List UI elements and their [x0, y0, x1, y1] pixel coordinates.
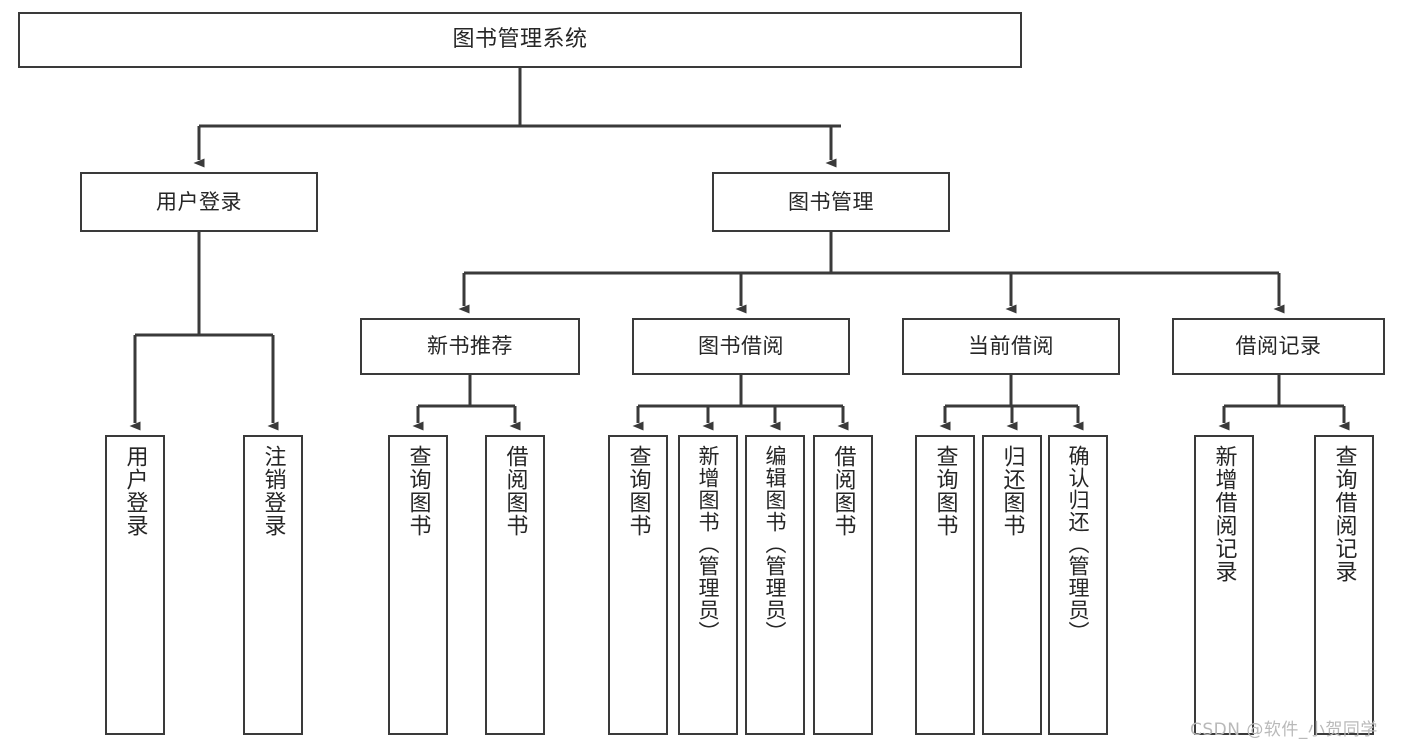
- node-leaf-logout[interactable]: 注销登录: [243, 435, 303, 735]
- node-leaf-query-book-current[interactable]: 查询图书: [915, 435, 975, 735]
- node-leaf-logout-label: 注销登录: [260, 445, 286, 537]
- node-new-book-recommend-label: 新书推荐: [427, 334, 513, 359]
- node-user-login[interactable]: 用户登录: [80, 172, 318, 232]
- node-book-borrow-label: 图书借阅: [698, 334, 784, 359]
- node-leaf-user-login-label: 用户登录: [122, 445, 148, 537]
- node-root[interactable]: 图书管理系统: [18, 12, 1022, 68]
- node-book-manage[interactable]: 图书管理: [712, 172, 950, 232]
- csdn-watermark: CSDN @软件_小贺同学: [1190, 720, 1378, 740]
- node-book-manage-label: 图书管理: [788, 189, 874, 214]
- node-leaf-query-book-rec-label: 查询图书: [405, 445, 431, 537]
- node-leaf-borrow-book-rec-label: 借阅图书: [502, 445, 528, 537]
- node-new-book-recommend[interactable]: 新书推荐: [360, 318, 580, 375]
- node-borrow-record-label: 借阅记录: [1235, 334, 1322, 359]
- node-root-label: 图书管理系统: [452, 27, 588, 53]
- node-leaf-add-book-label: 新增图书（管理员）: [696, 445, 721, 643]
- node-current-borrow[interactable]: 当前借阅: [902, 318, 1120, 375]
- node-leaf-edit-book-label: 编辑图书（管理员）: [763, 445, 788, 643]
- node-leaf-query-book-borrow-label: 查询图书: [625, 445, 651, 537]
- node-leaf-borrow-book-rec[interactable]: 借阅图书: [485, 435, 545, 735]
- node-user-login-label: 用户登录: [156, 189, 242, 214]
- node-leaf-borrow-book[interactable]: 借阅图书: [813, 435, 873, 735]
- node-leaf-return-book-label: 归还图书: [999, 445, 1025, 537]
- node-leaf-query-book-borrow[interactable]: 查询图书: [608, 435, 668, 735]
- node-leaf-add-record-label: 新增借阅记录: [1211, 445, 1237, 583]
- node-book-borrow[interactable]: 图书借阅: [632, 318, 850, 375]
- node-leaf-add-record[interactable]: 新增借阅记录: [1194, 435, 1254, 735]
- node-leaf-borrow-book-label: 借阅图书: [830, 445, 856, 537]
- node-current-borrow-label: 当前借阅: [968, 334, 1054, 359]
- node-leaf-user-login[interactable]: 用户登录: [105, 435, 165, 735]
- node-leaf-confirm-return[interactable]: 确认归还（管理员）: [1048, 435, 1108, 735]
- node-leaf-query-record[interactable]: 查询借阅记录: [1314, 435, 1374, 735]
- node-borrow-record[interactable]: 借阅记录: [1172, 318, 1385, 375]
- node-leaf-add-book[interactable]: 新增图书（管理员）: [678, 435, 738, 735]
- node-leaf-query-record-label: 查询借阅记录: [1331, 445, 1357, 583]
- node-leaf-return-book[interactable]: 归还图书: [982, 435, 1042, 735]
- node-leaf-query-book-rec[interactable]: 查询图书: [388, 435, 448, 735]
- node-leaf-edit-book[interactable]: 编辑图书（管理员）: [745, 435, 805, 735]
- node-leaf-query-book-current-label: 查询图书: [932, 445, 958, 537]
- node-leaf-confirm-return-label: 确认归还（管理员）: [1066, 445, 1091, 643]
